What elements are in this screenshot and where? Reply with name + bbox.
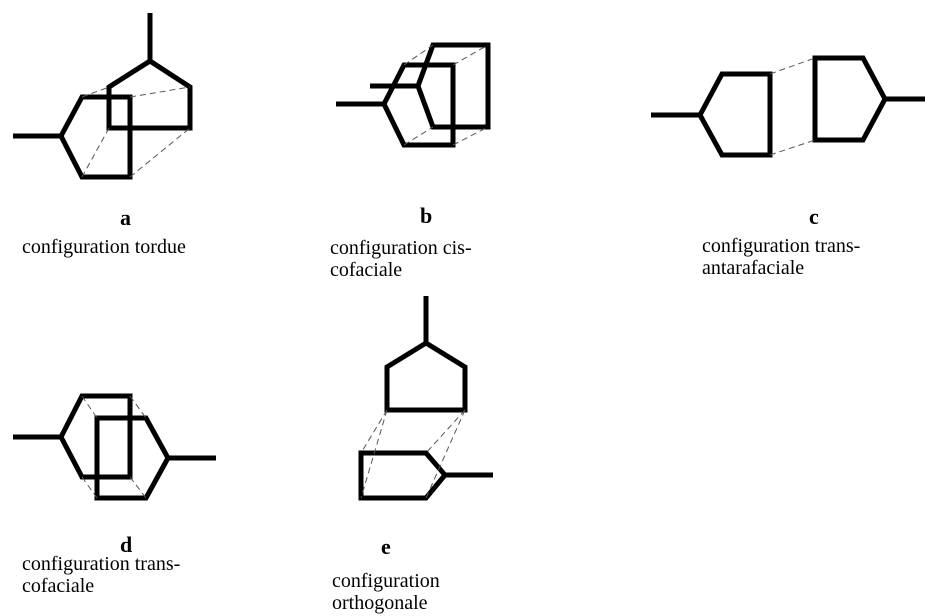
- diagram-d: [13, 393, 216, 501]
- panel-letter-b: b: [420, 203, 433, 228]
- caption-c-line-1: configuration trans-: [702, 235, 861, 257]
- caption-d-line-2: cofaciale: [22, 575, 95, 597]
- caption-c-line-2: antarafaciale: [702, 257, 805, 279]
- panel-letter-c: c: [809, 204, 819, 229]
- caption-d-line-1: configuration trans-: [22, 553, 181, 575]
- caption-b-line-1: configuration cis-: [330, 237, 472, 259]
- diagram-b: [336, 42, 491, 148]
- caption-e-line-1: configuration: [332, 570, 440, 592]
- caption-e-line-2: orthogonale: [332, 592, 428, 614]
- caption-b: configuration cis- cofaciale: [330, 237, 472, 281]
- caption-c: configuration trans- antarafaciale: [702, 235, 860, 279]
- panel-letter-d: d: [120, 532, 133, 557]
- caption-a: configuration tordue: [22, 236, 186, 258]
- diagram-c: [651, 55, 925, 158]
- diagram-e: [358, 296, 493, 501]
- diagram-a: [13, 13, 193, 180]
- panel-letter-e: e: [381, 534, 391, 559]
- caption-b-line-2: cofaciale: [330, 259, 403, 281]
- caption-e: configuration orthogonale: [332, 570, 440, 614]
- caption-a-line-1: configuration tordue: [22, 236, 186, 258]
- panel-letter-a: a: [120, 205, 131, 230]
- caption-d: configuration trans- cofaciale: [22, 553, 180, 597]
